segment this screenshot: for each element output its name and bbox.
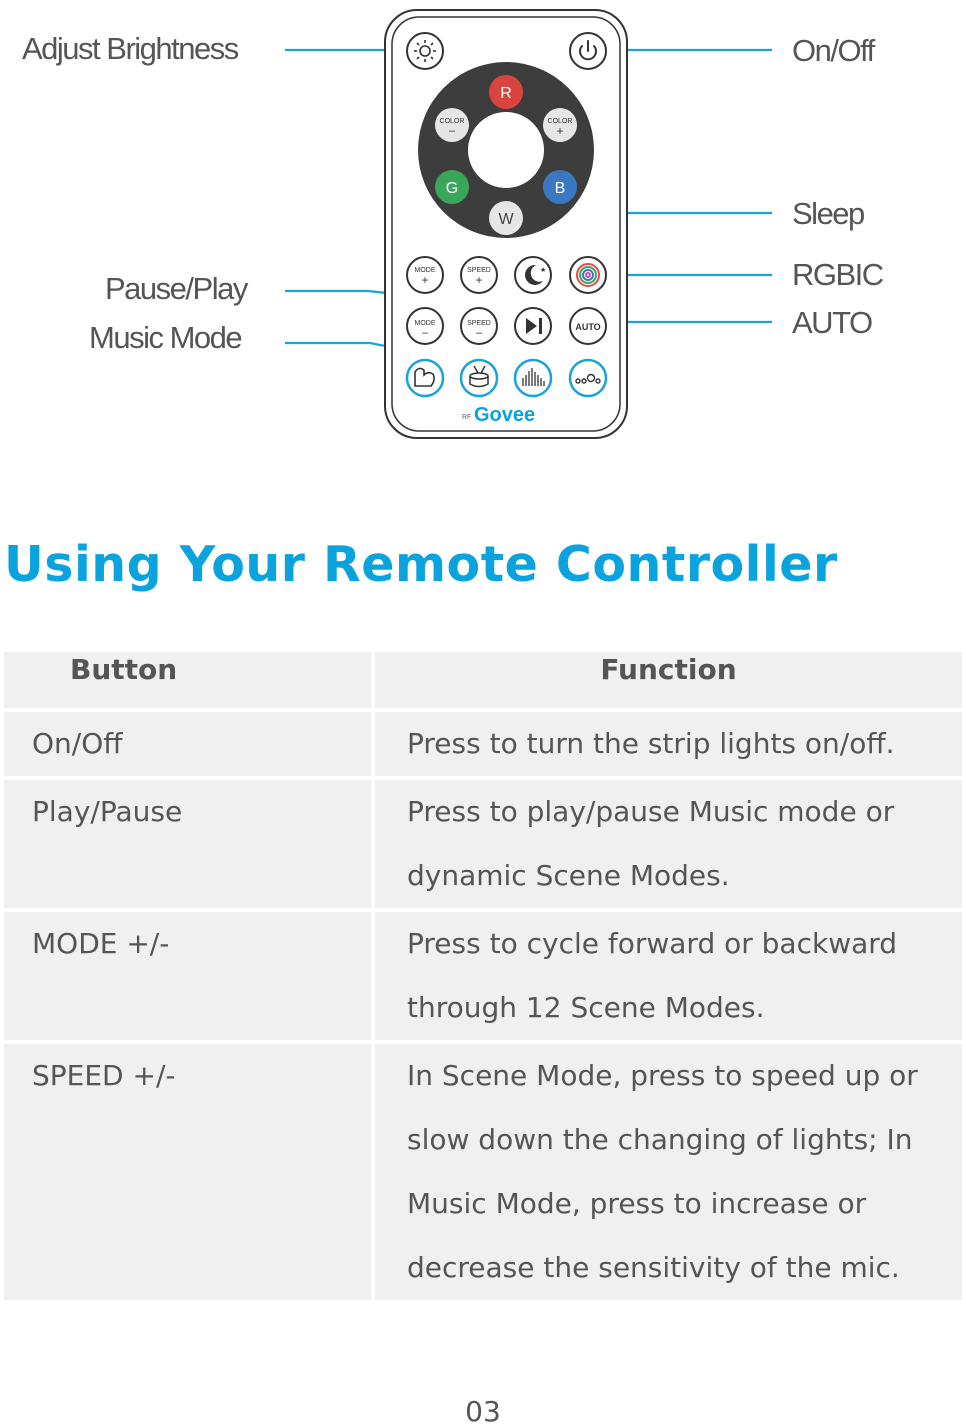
sleep-button[interactable]: ★ — [514, 256, 552, 294]
music-rolling-button[interactable] — [568, 358, 608, 398]
table-row: SPEED +/- In Scene Mode, press to speed … — [4, 1044, 962, 1300]
govee-logo: RF Govee — [462, 404, 535, 426]
row-function-cell: Press to turn the strip lights on/off. — [375, 712, 962, 776]
color-minus-sign: – — [449, 125, 456, 137]
rgbic-rainbow-icon — [576, 263, 600, 287]
callout-rgbic: RGBIC — [792, 257, 884, 292]
callout-adjust-brightness: Adjust Brightness — [22, 31, 239, 66]
red-button[interactable]: R — [489, 75, 523, 109]
row-button-cell: MODE +/- — [4, 912, 371, 1040]
moon-icon — [525, 264, 543, 285]
function-table: Button Function On/Off Press to turn the… — [0, 648, 966, 1304]
equalizer-icon — [522, 368, 545, 386]
mode-minus-button[interactable]: MODE – — [406, 307, 444, 345]
music-energetic-button[interactable] — [405, 358, 445, 398]
color-wheel: R G B W COLOR – COLOR + — [418, 62, 594, 238]
color-plus-button[interactable]: COLOR + — [543, 108, 577, 142]
star-icon: ★ — [540, 266, 546, 274]
row-button-cell: On/Off — [4, 712, 371, 776]
red-label: R — [500, 85, 512, 102]
speed-plus-button[interactable]: SPEED + — [460, 256, 498, 294]
music-spectrum-button[interactable] — [513, 358, 553, 398]
white-label: W — [498, 211, 514, 228]
callout-on-off: On/Off — [792, 33, 875, 68]
mode-plus-button[interactable]: MODE + — [406, 256, 444, 294]
header-function: Function — [375, 652, 962, 708]
callout-auto: AUTO — [792, 305, 873, 340]
row-function-cell: Press to cycle forward or backward throu… — [375, 912, 962, 1040]
auto-button[interactable]: AUTO — [569, 307, 607, 345]
speed-minus-sign: – — [476, 327, 483, 339]
green-button[interactable]: G — [435, 170, 469, 204]
blue-button[interactable]: B — [543, 170, 577, 204]
mode-minus-label: MODE — [415, 320, 436, 327]
drum-icon — [469, 365, 489, 388]
color-plus-label: COLOR — [548, 118, 573, 125]
rgbic-button[interactable] — [569, 256, 607, 294]
auto-label: AUTO — [575, 322, 600, 332]
rolling-dots-icon — [575, 373, 601, 384]
play-pause-button[interactable] — [514, 307, 552, 345]
speed-plus-sign: + — [475, 273, 482, 287]
brightness-button[interactable] — [406, 32, 444, 70]
power-button[interactable] — [569, 32, 607, 70]
brand-label: Govee — [474, 404, 535, 426]
color-minus-button[interactable]: COLOR – — [435, 108, 469, 142]
callout-sleep: Sleep — [792, 196, 865, 231]
callout-music-mode: Music Mode — [89, 320, 243, 355]
row-button-cell: SPEED +/- — [4, 1044, 371, 1300]
color-wheel-center — [468, 112, 544, 188]
remote-diagram: R G B W COLOR – COLOR + MODE + — [285, 9, 772, 439]
row-button-cell: Play/Pause — [4, 780, 371, 908]
flexed-arm-icon — [414, 367, 435, 387]
table-row: Play/Pause Press to play/pause Music mod… — [4, 780, 962, 908]
mode-plus-sign: + — [421, 273, 428, 287]
blue-label: B — [555, 180, 566, 197]
sun-icon — [414, 40, 436, 62]
page-number: 03 — [465, 1395, 501, 1428]
color-plus-sign: + — [556, 124, 563, 138]
color-minus-label: COLOR — [440, 118, 465, 125]
music-rhythm-button[interactable] — [459, 358, 499, 398]
speed-minus-button[interactable]: SPEED – — [460, 307, 498, 345]
table-row: MODE +/- Press to cycle forward or backw… — [4, 912, 962, 1040]
header-button: Button — [4, 652, 371, 708]
table-header-row: Button Function — [4, 652, 962, 708]
power-icon — [579, 40, 597, 61]
speed-plus-label: SPEED — [467, 267, 491, 274]
row-function-cell: In Scene Mode, press to speed up or slow… — [375, 1044, 962, 1300]
callout-pause-play: Pause/Play — [105, 271, 248, 306]
row-function-cell: Press to play/pause Music mode or dynami… — [375, 780, 962, 908]
rf-label: RF — [462, 414, 471, 421]
page-title: Using Your Remote Controller — [4, 536, 838, 593]
green-label: G — [446, 180, 458, 197]
play-pause-icon — [526, 318, 542, 334]
mode-minus-sign: – — [422, 327, 429, 339]
table-row: On/Off Press to turn the strip lights on… — [4, 712, 962, 776]
speed-minus-label: SPEED — [467, 320, 491, 327]
mode-plus-label: MODE — [415, 267, 436, 274]
white-button[interactable]: W — [489, 201, 523, 235]
